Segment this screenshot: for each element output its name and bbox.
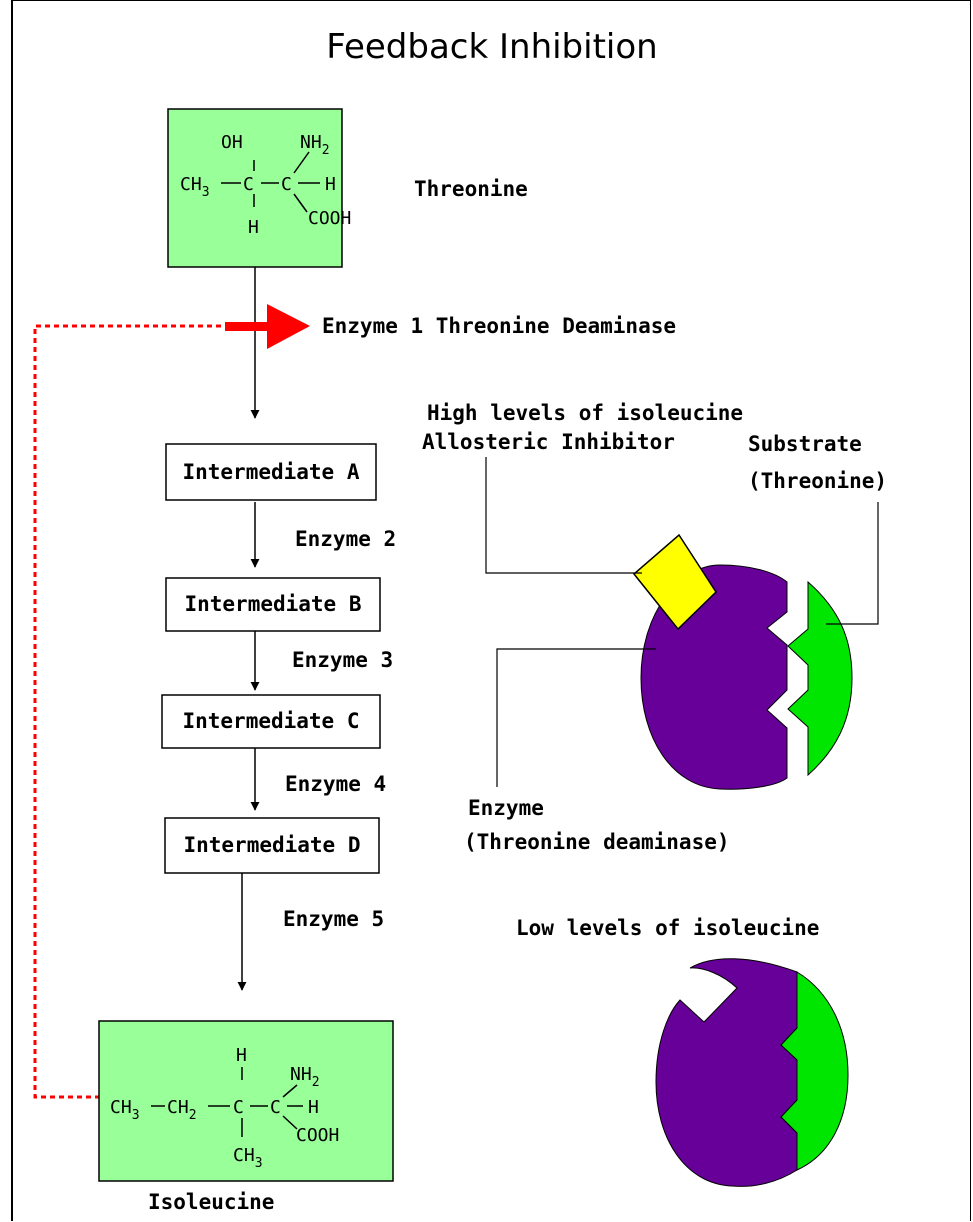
isoleucine-c2: C (270, 1097, 281, 1118)
threonine-h-bottom: H (248, 217, 259, 238)
enzyme-2-label: Enzyme 2 (295, 527, 396, 551)
threonine-nh: NH2 (300, 132, 330, 158)
isoleucine-label: Isoleucine (148, 1190, 274, 1214)
feedback-dotted-line (33, 324, 225, 1099)
allosteric-inhibitor-block (632, 533, 717, 631)
diagram-frame (11, 0, 971, 1221)
enzyme-1-label: Enzyme 1 Threonine Deaminase (322, 314, 676, 338)
isoleucine-ch2: CH2 (167, 1097, 197, 1123)
enzyme-5-label: Enzyme 5 (283, 907, 384, 931)
high-levels-label: High levels of isoleucine (427, 401, 743, 425)
intermediate-d-label: Intermediate D (183, 833, 360, 857)
enzyme-4-label: Enzyme 4 (285, 772, 386, 796)
page-title: Feedback Inhibition (326, 27, 657, 67)
enzyme-3-label: Enzyme 3 (292, 648, 393, 672)
allosteric-inhibitor-label: Allosteric Inhibitor (422, 430, 675, 454)
low-levels-label: Low levels of isoleucine (516, 916, 819, 940)
substrate-sublabel: (Threonine) (748, 469, 887, 493)
isoleucine-box (98, 1020, 394, 1182)
isoleucine-ch3-bottom: CH3 (233, 1145, 263, 1171)
threonine-c2: C (281, 174, 292, 195)
threonine-molecule: OH NH2 CH3 C C H COOH H (167, 108, 351, 268)
threonine-h-right: H (325, 174, 336, 195)
inhibitor-leader-line (485, 457, 642, 574)
feedback-arrow-shaft (225, 322, 267, 331)
intermediate-c-label: Intermediate C (182, 709, 359, 733)
enzyme-leader-line (496, 648, 656, 787)
intermediate-a: Intermediate A (165, 443, 377, 501)
threonine-c1: C (243, 174, 254, 195)
threonine-oh: OH (221, 132, 243, 153)
intermediate-b-label: Intermediate B (184, 592, 361, 616)
isoleucine-c1: C (233, 1097, 244, 1118)
intermediate-b: Intermediate B (165, 577, 381, 632)
isoleucine-h-top: H (236, 1045, 247, 1066)
isoleucine-nh: NH2 (290, 1064, 320, 1090)
active-enzyme (655, 958, 798, 1187)
enzyme-label: Enzyme (468, 796, 544, 820)
isoleucine-cooh: COOH (296, 1125, 339, 1146)
enzyme-sublabel: (Threonine deaminase) (464, 830, 730, 854)
substrate-leader-line (826, 502, 879, 625)
isoleucine-molecule: H NH2 CH3 CH2 C C H COOH CH3 (98, 1020, 394, 1182)
intermediate-a-label: Intermediate A (182, 460, 359, 484)
threonine-label: Threonine (414, 177, 528, 201)
threonine-cooh: COOH (308, 208, 351, 229)
threonine-ch3: CH3 (180, 174, 210, 200)
feedback-arrow-head (267, 304, 310, 349)
substrate-shape (787, 580, 853, 777)
isoleucine-ch3: CH3 (110, 1097, 140, 1123)
bound-substrate-shape (780, 971, 849, 1171)
intermediate-c: Intermediate C (161, 694, 381, 749)
substrate-label: Substrate (748, 432, 862, 456)
isoleucine-h-right: H (308, 1097, 319, 1118)
intermediate-d: Intermediate D (164, 817, 380, 874)
